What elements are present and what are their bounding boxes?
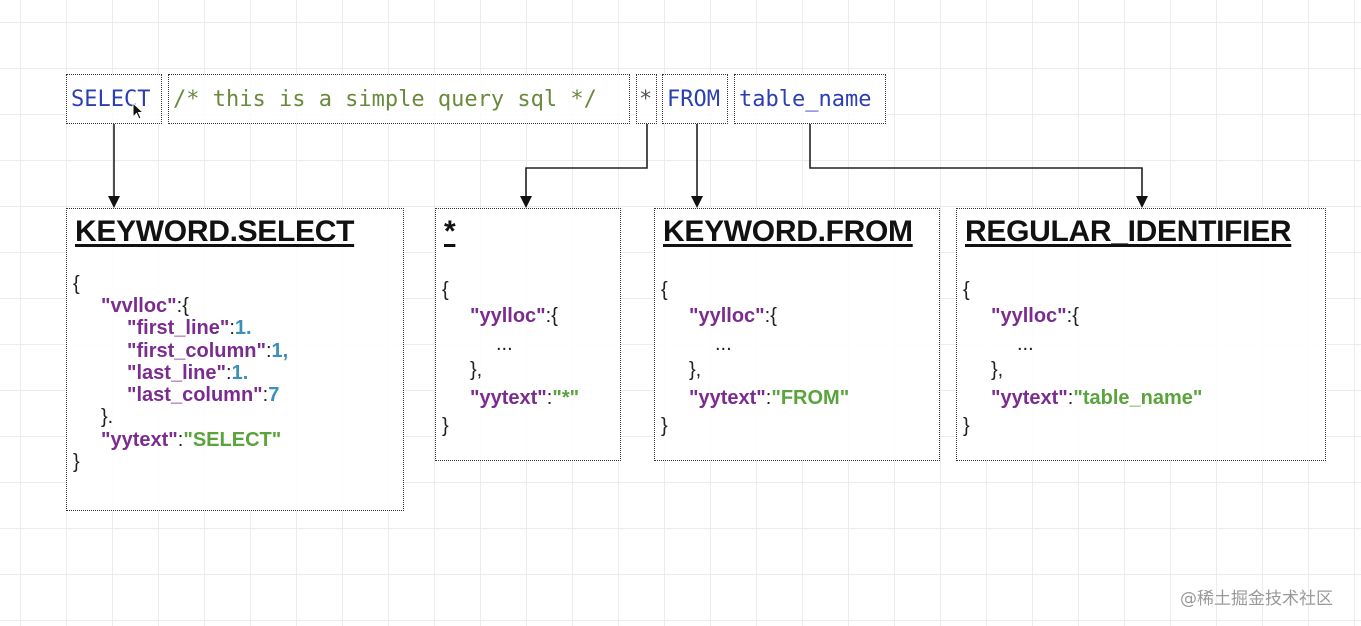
json-number: 1. (234, 317, 252, 339)
json-close-brace: } (661, 415, 668, 437)
token-table-name-text: table_name (739, 86, 872, 112)
json-open-brace: { (963, 279, 970, 301)
card-star: * { "yylloc":{ ... }, "yytext":"*" } (435, 208, 621, 461)
token-select: SELECT (66, 74, 162, 124)
mouse-cursor-icon (132, 101, 145, 124)
card-title: KEYWORD.FROM (663, 215, 913, 248)
json-string: "*" (552, 387, 580, 409)
json-key: "first_line" (127, 317, 230, 339)
json-line-loc: "vvlloc":{ (101, 295, 189, 318)
json-ellipsis: ... (1017, 333, 1034, 355)
token-star: * (636, 74, 657, 124)
json-string: "SELECT" (183, 429, 282, 451)
json-punc: :{ (1066, 305, 1079, 327)
json-key: "last_line" (127, 362, 227, 384)
json-key: "last_column" (127, 384, 263, 406)
json-key: "yylloc" (689, 305, 765, 327)
json-line-loc: "yylloc":{ (991, 305, 1079, 328)
token-table-name: table_name (734, 74, 886, 124)
arrowhead-select (108, 196, 120, 208)
json-close-brace: } (963, 415, 970, 437)
arrow-star (525, 124, 648, 200)
card-title: * (444, 215, 456, 248)
json-line-yytext: "yytext":"table_name" (991, 387, 1203, 409)
json-key: "yylloc" (991, 305, 1067, 327)
json-open-brace: { (73, 273, 80, 295)
json-line-first-line: "first_line":1. (127, 317, 252, 339)
json-close-loc: }, (991, 359, 1004, 381)
json-ellipsis: ... (715, 333, 732, 355)
json-line-loc: "yylloc":{ (689, 305, 777, 328)
json-line-first-column: "first_column":1, (127, 340, 289, 362)
token-from-text: FROM (667, 86, 720, 112)
json-line-yytext: "yytext":"FROM" (689, 387, 850, 409)
token-star-text: * (639, 86, 653, 112)
arrowhead-table-name (1136, 196, 1148, 208)
json-key: "vvlloc" (101, 295, 177, 317)
json-line-last-line: "last_line":1. (127, 362, 249, 384)
json-key: "yytext" (101, 429, 178, 451)
card-keyword-from: KEYWORD.FROM { "yylloc":{ ... }, "yytext… (654, 208, 940, 461)
json-key: "first_column" (127, 340, 266, 362)
json-close-brace: } (73, 451, 80, 473)
json-close-loc: }. (101, 406, 114, 428)
json-open-brace: { (442, 279, 449, 301)
json-line-last-column: "last_column":7 (127, 384, 280, 406)
json-open-brace: { (661, 279, 668, 301)
json-line-yytext: "yytext":"SELECT" (101, 429, 282, 451)
arrowhead-star (520, 196, 532, 208)
arrowhead-from (691, 196, 703, 208)
json-punc: :{ (764, 305, 777, 327)
json-number: 7 (268, 384, 280, 406)
json-key: "yylloc" (470, 305, 546, 327)
card-keyword-select: KEYWORD.SELECT { "vvlloc":{ "first_line"… (66, 208, 404, 511)
json-close-loc: }, (689, 359, 702, 381)
json-number: 1. (231, 362, 249, 384)
watermark: @稀土掘金技术社区 (1180, 589, 1333, 609)
card-title: REGULAR_IDENTIFIER (965, 215, 1292, 248)
json-string: "table_name" (1073, 387, 1203, 409)
token-comment: /* this is a simple query sql */ (168, 74, 630, 124)
card-title: KEYWORD.SELECT (75, 215, 355, 248)
json-line-loc: "yylloc":{ (470, 305, 558, 328)
json-line-yytext: "yytext":"*" (470, 387, 580, 409)
json-close-brace: } (442, 415, 449, 437)
card-regular-identifier: REGULAR_IDENTIFIER { "yylloc":{ ... }, "… (956, 208, 1326, 461)
token-from: FROM (662, 74, 728, 124)
json-string: "FROM" (771, 387, 850, 409)
json-punc: :{ (176, 295, 189, 317)
json-ellipsis: ... (496, 333, 513, 355)
arrow-table-name (809, 124, 1143, 200)
token-comment-text: /* this is a simple query sql */ (173, 86, 597, 112)
json-punc: :{ (545, 305, 558, 327)
json-number: 1, (271, 340, 289, 362)
json-key: "yytext" (689, 387, 766, 409)
json-close-loc: }, (470, 359, 483, 381)
json-key: "yytext" (470, 387, 547, 409)
json-key: "yytext" (991, 387, 1068, 409)
